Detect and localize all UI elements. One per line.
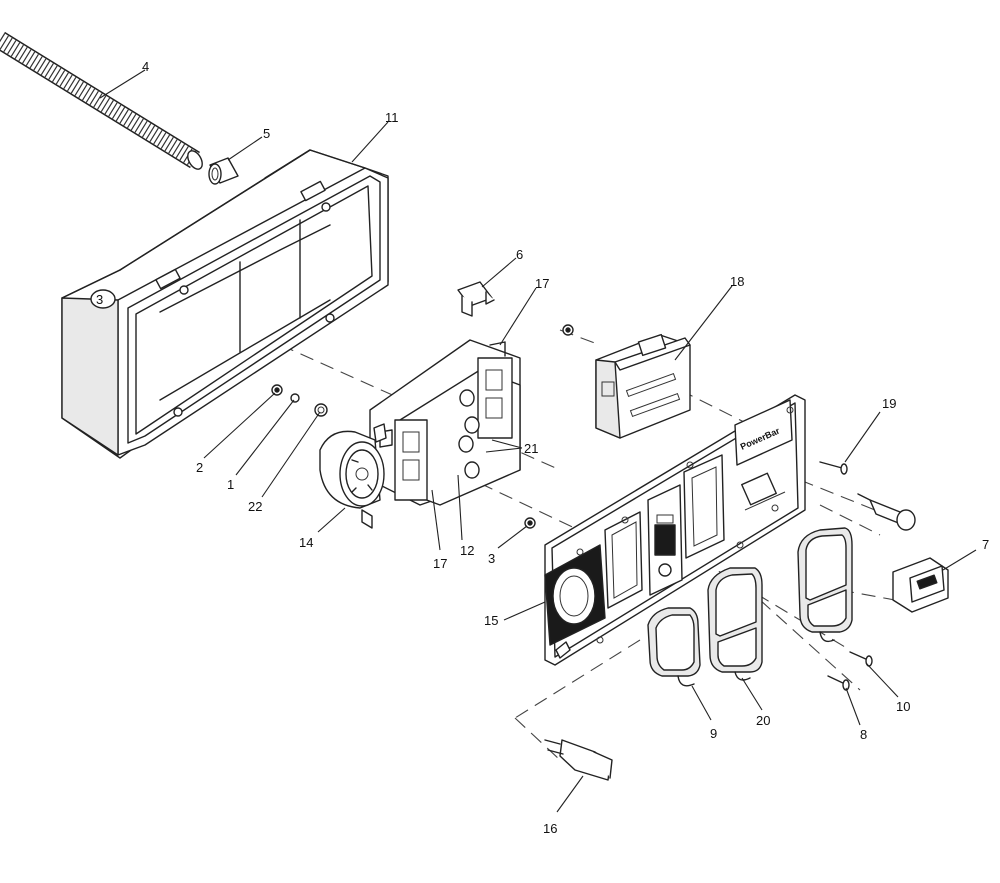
part-enclosure-box: 3 bbox=[61, 149, 389, 459]
callout-15: 15 bbox=[484, 613, 498, 628]
callout-20: 20 bbox=[756, 713, 770, 728]
part-bushing bbox=[208, 157, 239, 185]
part-nut bbox=[524, 324, 574, 529]
box-marking: 3 bbox=[96, 292, 103, 307]
callout-6: 6 bbox=[516, 247, 523, 262]
part-receptacle-stack bbox=[369, 339, 521, 506]
part-covers bbox=[647, 527, 853, 687]
callout-11: 11 bbox=[385, 110, 399, 125]
part-indicator bbox=[857, 493, 916, 531]
part-conduit bbox=[0, 31, 203, 170]
callout-1: 1 bbox=[227, 477, 234, 492]
callout-labels: 4 5 11 6 17 18 19 21 2 1 22 14 17 12 3 1… bbox=[142, 59, 989, 836]
callout-2: 2 bbox=[196, 460, 203, 475]
part-clip bbox=[457, 281, 495, 317]
callout-21: 21 bbox=[524, 441, 538, 456]
callout-19: 19 bbox=[882, 396, 896, 411]
callout-22: 22 bbox=[248, 499, 262, 514]
callout-12: 12 bbox=[460, 543, 474, 558]
callout-14: 14 bbox=[299, 535, 313, 550]
callout-9: 9 bbox=[710, 726, 717, 741]
part-breaker bbox=[595, 333, 691, 439]
callout-5: 5 bbox=[263, 126, 270, 141]
callout-17-bottom: 17 bbox=[433, 556, 447, 571]
callout-3: 3 bbox=[488, 551, 495, 566]
part-hardware-small bbox=[271, 384, 328, 417]
callout-16: 16 bbox=[543, 821, 557, 836]
callout-17-top: 17 bbox=[535, 276, 549, 291]
part-plug-connector bbox=[544, 739, 613, 781]
callout-18: 18 bbox=[730, 274, 744, 289]
part-twistlock-receptacle bbox=[319, 423, 387, 529]
assembly-lines bbox=[179, 299, 901, 761]
leader-lines bbox=[99, 69, 977, 813]
callout-10: 10 bbox=[896, 699, 910, 714]
part-screws bbox=[819, 461, 873, 691]
callout-4: 4 bbox=[142, 59, 149, 74]
callout-7: 7 bbox=[982, 537, 989, 552]
part-usb-module bbox=[892, 557, 949, 613]
part-control-panel: PowerBar bbox=[544, 394, 806, 666]
callout-8: 8 bbox=[860, 727, 867, 742]
